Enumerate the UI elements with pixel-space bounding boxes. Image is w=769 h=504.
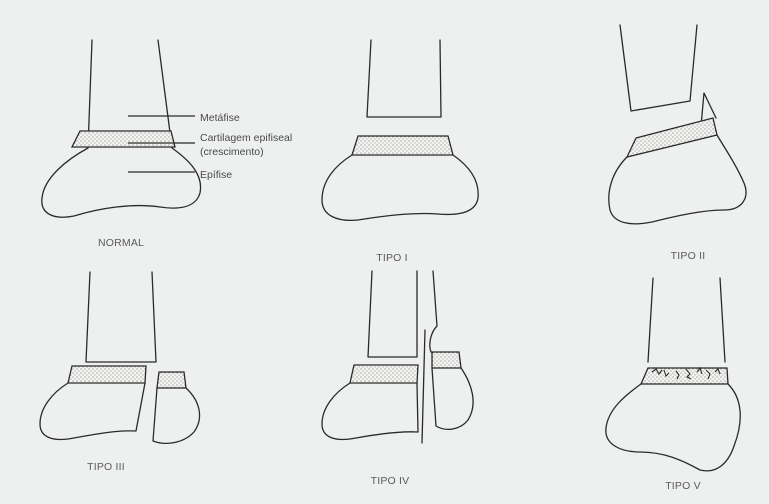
panel-tipo3: TIPO III: [40, 272, 200, 473]
tipo3-growth-plate-left: [68, 366, 146, 383]
tipo3-epiphysis-fragment: [153, 388, 200, 443]
tipo3-metaphysis: [86, 272, 156, 362]
tipo2-metaphysis: [620, 25, 697, 111]
tipo1-epiphysis: [322, 155, 478, 220]
panel-normal: Metáfise Cartilagem epifiseal (crescimen…: [42, 40, 292, 249]
panel-label-tipo1: TIPO I: [376, 252, 408, 264]
tipo1-metaphysis: [367, 40, 441, 117]
tipo4-fracture-line: [422, 330, 425, 443]
panel-label-tipo5: TIPO V: [665, 480, 701, 492]
tipo4-growth-plate-left: [350, 365, 418, 383]
normal-bone-outline: [42, 40, 201, 217]
panel-label-tipo4: TIPO IV: [371, 475, 410, 487]
panel-label-normal: NORMAL: [98, 237, 144, 249]
panel-tipo4: TIPO IV: [322, 271, 473, 487]
normal-growth-plate: [72, 131, 175, 147]
label-metaphysis: Metáfise: [200, 112, 240, 124]
label-physis-sub: (crescimento): [200, 146, 264, 158]
tipo4-epiphysis-fragment: [432, 368, 473, 429]
tipo4-metaphysis-fragment: [430, 271, 437, 352]
label-physis: Cartilagem epifiseal: [200, 132, 292, 144]
tipo3-epiphysis-left: [40, 383, 145, 439]
panel-tipo2: TIPO II: [609, 25, 746, 262]
tipo4-growth-plate-fragment: [432, 352, 461, 368]
tipo4-metaphysis: [368, 271, 417, 357]
tipo5-epiphysis: [606, 384, 740, 471]
panel-tipo5: TIPO V: [606, 278, 740, 492]
panel-label-tipo2: TIPO II: [671, 250, 706, 262]
panel-tipo1: TIPO I: [322, 40, 478, 264]
tipo4-epiphysis-left: [322, 383, 418, 439]
tipo1-growth-plate: [352, 136, 453, 155]
panel-label-tipo3: TIPO III: [87, 461, 125, 473]
tipo2-epiphysis: [609, 135, 746, 224]
tipo5-metaphysis: [648, 278, 725, 362]
tipo3-growth-plate-fragment: [157, 372, 186, 388]
tipo2-growth-plate: [627, 118, 717, 157]
label-epiphysis: Epífise: [200, 169, 232, 181]
